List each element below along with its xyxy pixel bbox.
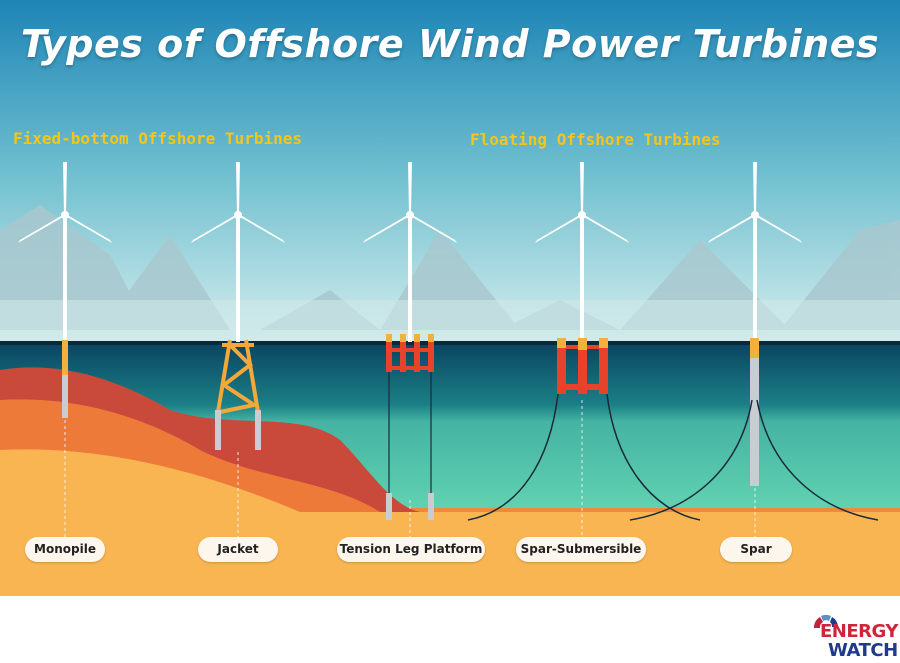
label-monopile: Monopile [25,537,105,562]
group-label-fixed: Fixed-bottom Offshore Turbines [13,129,302,148]
page-title: Types of Offshore Wind Power Turbines [20,22,880,66]
logo-line1: ENERGY [820,621,898,642]
jacket-structure [216,339,260,414]
turbines [18,162,879,537]
label-tension-leg-platform: Tension Leg Platform [337,537,485,562]
label-spar: Spar [720,537,792,562]
tension-leg-platform [386,334,434,372]
group-label-floating: Floating Offshore Turbines [470,130,721,149]
label-spar-submersible: Spar-Submersible [516,537,646,562]
logo-mark [813,614,838,628]
logo-line2: WATCH [828,640,898,661]
label-jacket: Jacket [198,537,278,562]
